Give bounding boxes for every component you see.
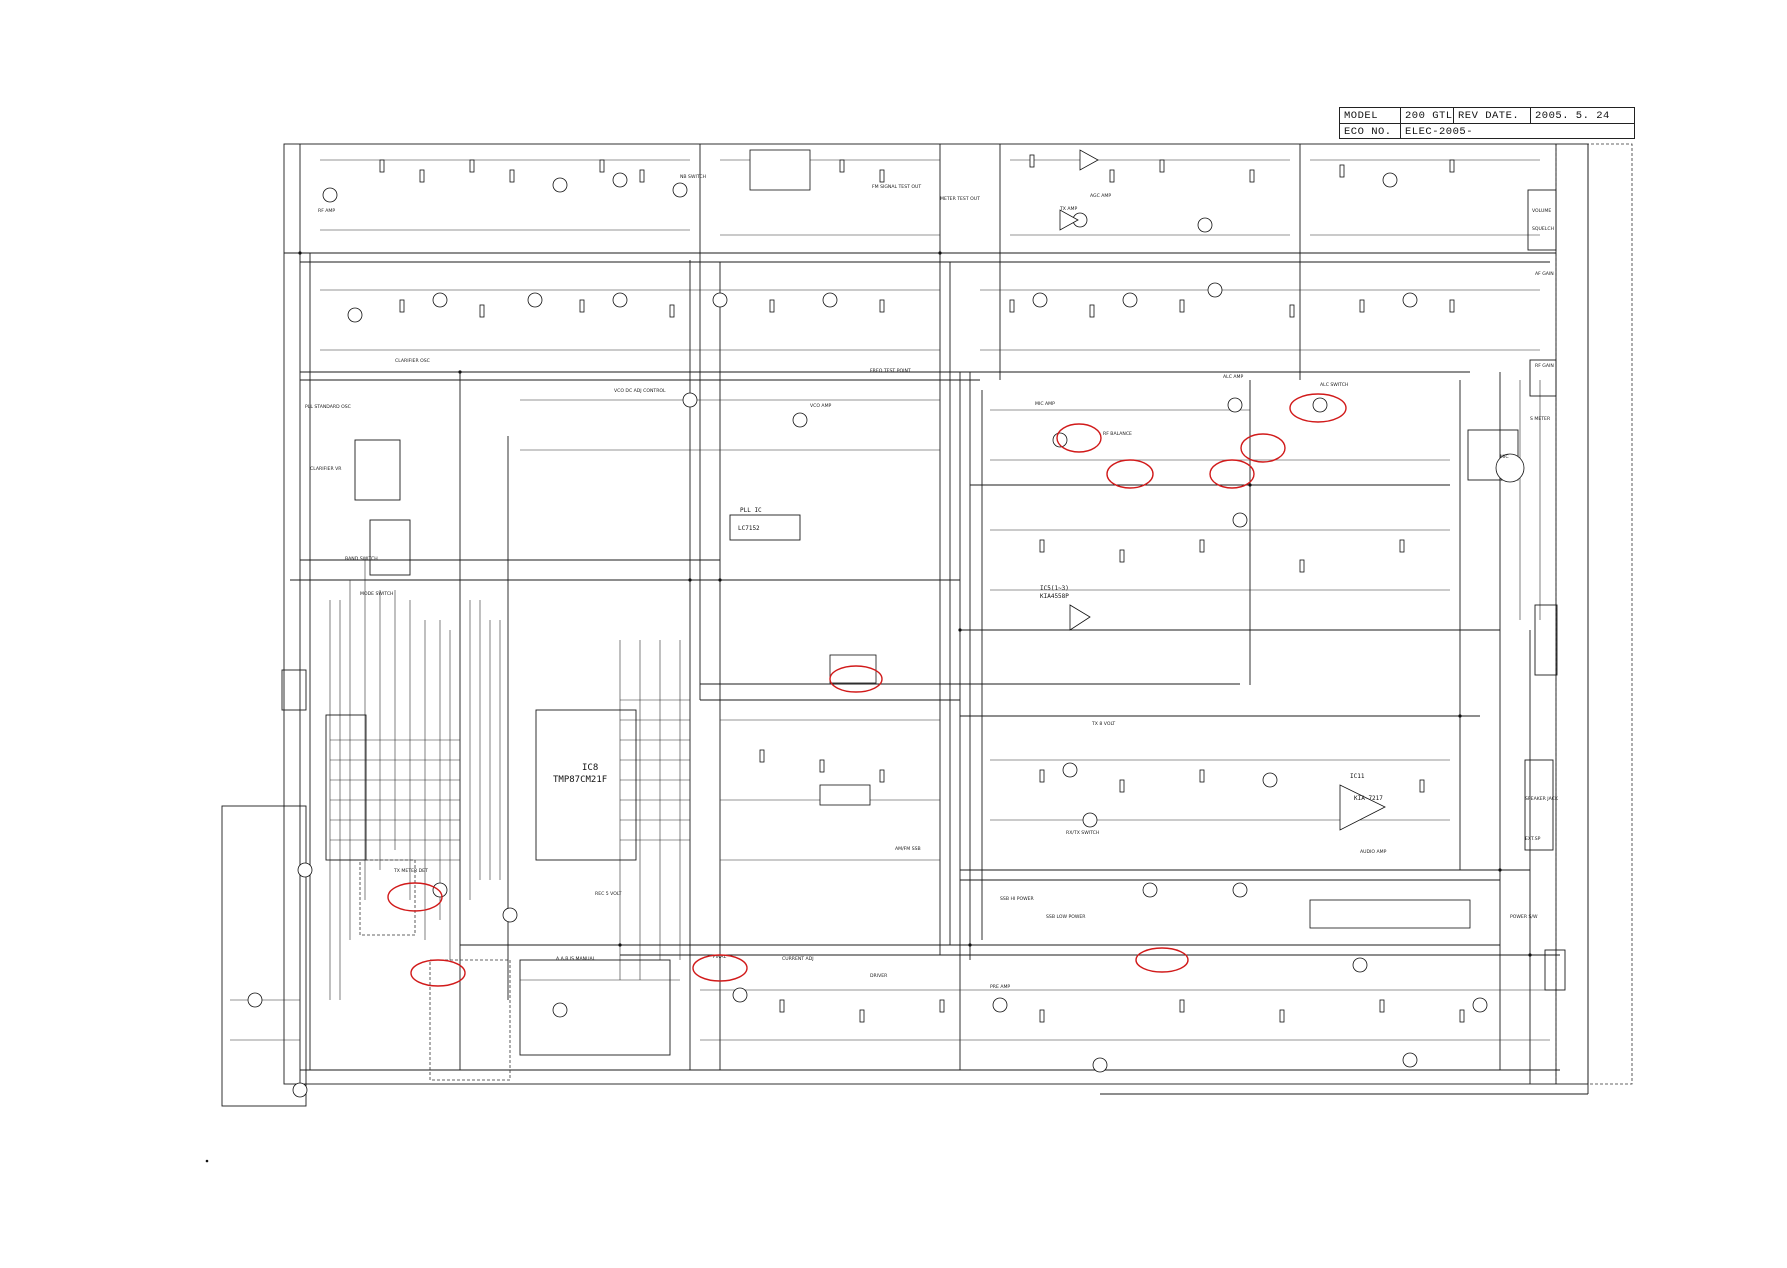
ic8-name: IC8 <box>582 763 598 773</box>
audio-amp-ic-symbol <box>1339 784 1386 831</box>
agc-opamp-symbol <box>1079 149 1099 171</box>
label-rec5volt: REC 5 VOLT <box>595 891 622 897</box>
label-clarifier-vr: CLARIFIER VR <box>310 466 342 472</box>
schematic-frame <box>283 143 1589 1085</box>
label-mic-amp: MIC AMP <box>1035 401 1055 407</box>
red-mark-3 <box>1209 459 1255 489</box>
stray-dot <box>205 1159 209 1163</box>
label-tx8volt: TX 8 VOLT <box>1091 721 1115 727</box>
right-panel-frame <box>1555 143 1633 1085</box>
label-squelch: SQUELCH <box>1532 226 1554 232</box>
red-mark-2 <box>1106 459 1154 489</box>
pll-ic-box <box>729 514 801 541</box>
red-mark-6 <box>829 665 883 693</box>
red-mark-4 <box>1240 433 1286 463</box>
pll-ic-part: LC7152 <box>738 525 760 532</box>
label-rx-tx-switch: RX/TX SWITCH <box>1066 830 1099 836</box>
label-a-b-manual: A A,B IS MANUAL <box>556 956 596 962</box>
label-rf-gain: RF GAIN <box>1535 363 1554 369</box>
internal-wiring <box>230 159 1550 1041</box>
label-tx-amp: TX AMP <box>1059 206 1078 212</box>
model-label: MODEL <box>1340 108 1401 123</box>
label-alc-switch: ALC SWITCH <box>1320 382 1348 388</box>
vertical-wires <box>299 144 1589 1094</box>
label-rf-balance: RF BALANCE <box>1103 431 1132 437</box>
label-clarifier-osc: CLARIFIER OSC <box>395 358 430 364</box>
tx-opamp-symbol <box>1059 209 1079 231</box>
red-mark-5 <box>1289 393 1347 423</box>
model-value: 200 GTL <box>1401 108 1454 123</box>
eco-label: ECO NO. <box>1340 124 1401 139</box>
label-mic-connector: MIC <box>1500 454 1509 460</box>
label-pll-standard-osc: PLL STANDARD OSC <box>305 404 351 410</box>
ic8-part: TMP87CM21F <box>553 775 607 785</box>
ic8-box <box>535 709 637 861</box>
red-mark-1 <box>1056 423 1102 453</box>
right-connectors <box>1467 189 1566 991</box>
red-mark-10 <box>1135 947 1189 973</box>
label-ssb-low-power: SSB LOW POWER <box>1046 914 1086 920</box>
title-block-row-1: MODEL 200 GTL REV DATE. 2005. 5. 24 <box>1340 108 1634 123</box>
label-driver: DRIVER <box>870 973 888 979</box>
rev-date-label: REV DATE. <box>1454 108 1531 123</box>
rev-date-value: 2005. 5. 24 <box>1535 109 1610 122</box>
left-connector-pins <box>281 439 671 1081</box>
label-mode-switch: MODE SWITCH <box>360 591 394 597</box>
left-connector-frame <box>221 805 307 1107</box>
label-ext-sp: EXT.SP <box>1525 836 1541 842</box>
label-s-meter: S METER <box>1530 416 1551 422</box>
passive-components <box>379 149 1471 1023</box>
label-freq-test: FREQ TEST POINT <box>870 368 911 374</box>
audio-amp-ic-part: KIA-7217 <box>1354 795 1383 802</box>
red-mark-7 <box>387 882 443 912</box>
red-mark-9 <box>692 954 748 982</box>
audio-amp-ic-name: IC11 <box>1350 773 1365 780</box>
pll-ic-name: PLL IC <box>740 507 762 514</box>
label-vco-amp: VCO AMP <box>810 403 832 409</box>
horizontal-wires <box>284 252 1588 1095</box>
label-am-fm-ssb: AM/FM SSB <box>895 846 921 852</box>
label-final: FINAL <box>713 954 727 960</box>
mic-opamp-part: KIA4558P <box>1040 593 1069 600</box>
eco-value: ELEC-2005- <box>1405 125 1474 138</box>
label-pre-amp: PRE AMP <box>990 984 1010 990</box>
label-ssb-hi-power: SSB HI POWER <box>1000 896 1035 902</box>
transistor-symbols <box>247 172 1488 1098</box>
label-volume: VOLUME <box>1532 208 1551 214</box>
label-nb-switch: NB SWITCH <box>680 174 706 180</box>
red-annotations <box>387 393 1347 987</box>
label-band-switch: BAND SWITCH <box>345 556 378 562</box>
label-agc-amp: AGC AMP <box>1090 193 1111 199</box>
label-meter-test: METER TEST OUT <box>940 196 980 202</box>
label-power-switch: POWER S/W <box>1510 914 1538 920</box>
label-fm-signal-test: FM SIGNAL TEST OUT <box>872 184 921 190</box>
junction-dots <box>298 251 1532 957</box>
mic-opamp-symbol <box>1069 604 1091 631</box>
label-vco-dc-adj: VCO DC ADJ CONTROL <box>614 388 666 394</box>
label-audio-amp: AUDIO AMP <box>1360 849 1387 855</box>
label-af-gain: AF GAIN <box>1535 271 1554 277</box>
block-labels: RF AMP NB SWITCH FM SIGNAL TEST OUT METE… <box>305 174 1559 990</box>
label-speaker-jack: SPEAKER JACK <box>1525 796 1559 802</box>
label-tx-meter-det: TX METER DET <box>393 868 428 874</box>
mic-opamp-name: IC5(1~3) <box>1040 585 1069 592</box>
label-current-adj: CURRENT ADJ <box>782 956 814 962</box>
label-alc-amp: ALC AMP <box>1223 374 1243 380</box>
label-rf-amp: RF AMP <box>318 208 335 214</box>
title-block-row-2: ECO NO. ELEC-2005- <box>1340 123 1634 139</box>
title-block: MODEL 200 GTL REV DATE. 2005. 5. 24 ECO … <box>1339 107 1635 139</box>
red-mark-8 <box>410 959 466 987</box>
